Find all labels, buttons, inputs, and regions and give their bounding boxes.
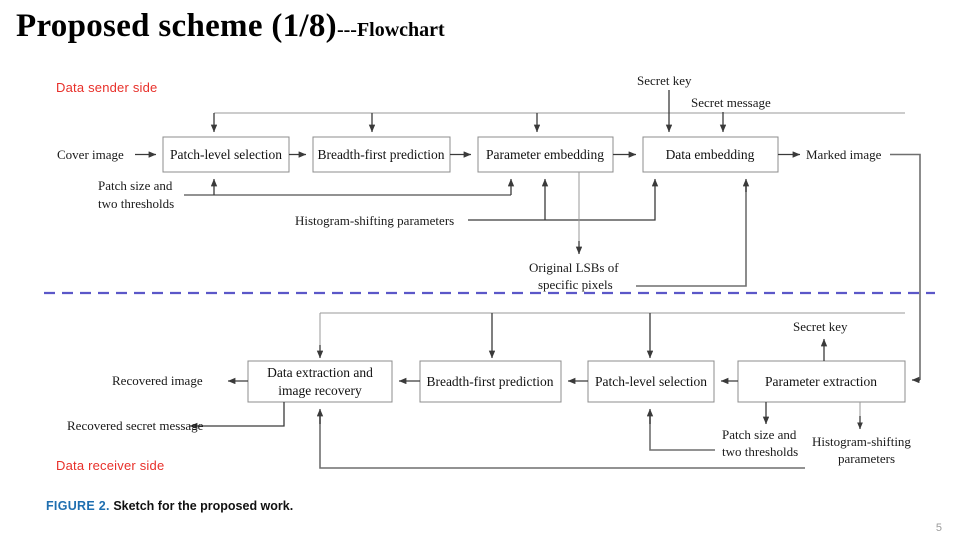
box-parameter-embedding-label: Parameter embedding — [486, 147, 604, 162]
line-to-recovered-secret — [189, 402, 285, 430]
label-patch-size-receiver-1: Patch size and — [722, 427, 797, 442]
page-title: Proposed scheme (1/8)---Flowchart — [16, 8, 445, 45]
sender-side-label: Data sender side — [56, 80, 157, 95]
histogram-bus — [468, 178, 659, 221]
page-title-main: Proposed scheme (1/8) — [16, 8, 337, 44]
box-data-embedding[interactable] — [642, 136, 779, 173]
label-secret-key: Secret key — [637, 73, 692, 88]
label-patch-size-1: Patch size and — [98, 178, 173, 193]
label-histogram-receiver-2: parameters — [838, 451, 895, 466]
receiver-bottom-feedline — [319, 416, 805, 469]
marked-image-feedline — [890, 153, 921, 380]
box-data-extraction-recovery[interactable] — [247, 360, 393, 403]
figure-caption-text: Sketch for the proposed work. — [113, 499, 294, 513]
patchsize-receiver-back — [649, 416, 715, 451]
box-data-extraction-label-2: image recovery — [278, 383, 362, 398]
label-recovered-image: Recovered image — [112, 373, 203, 388]
label-marked-image: Marked image — [806, 147, 882, 162]
box-parameter-extraction-label: Parameter extraction — [765, 374, 877, 389]
box-patch-level-selection-receiver[interactable] — [587, 360, 715, 403]
label-patch-size-2: two thresholds — [98, 196, 174, 211]
lsb-to-data-line — [636, 184, 747, 287]
receiver-side-label: Data receiver side — [56, 458, 164, 473]
box-breadth-first-prediction-receiver-label: Breadth-first prediction — [426, 374, 553, 389]
box-breadth-first-prediction-label: Breadth-first prediction — [317, 147, 444, 162]
box-data-embedding-label: Data embedding — [666, 147, 755, 162]
label-secret-message: Secret message — [691, 95, 771, 110]
box-patch-level-selection[interactable] — [162, 136, 290, 173]
box-patch-level-selection-label: Patch-level selection — [170, 147, 282, 162]
page-number: 5 — [935, 522, 942, 534]
label-original-lsbs-1: Original LSBs of — [529, 260, 619, 275]
label-histogram-shifting: Histogram-shifting parameters — [295, 213, 454, 228]
label-patch-size-receiver-2: two thresholds — [722, 444, 798, 459]
box-parameter-extraction[interactable] — [737, 360, 906, 403]
label-histogram-receiver-1: Histogram-shifting — [812, 434, 911, 449]
label-secret-key-receiver: Secret key — [793, 319, 848, 334]
flowchart-figure: Data sender side Secret key Secret messa… — [0, 58, 960, 478]
label-recovered-secret-message: Recovered secret message — [67, 418, 204, 433]
page-title-sub: ---Flowchart — [336, 19, 445, 41]
box-breadth-first-prediction-receiver[interactable] — [419, 360, 562, 403]
box-patch-level-selection-receiver-label: Patch-level selection — [595, 374, 707, 389]
box-data-extraction-label-1: Data extraction and — [267, 365, 373, 380]
label-cover-image: Cover image — [57, 147, 124, 162]
label-original-lsbs-2: specific pixels — [538, 277, 613, 292]
figure-caption-number: FIGURE 2. — [46, 499, 110, 513]
figure-caption: FIGURE 2. Sketch for the proposed work. — [46, 499, 293, 513]
